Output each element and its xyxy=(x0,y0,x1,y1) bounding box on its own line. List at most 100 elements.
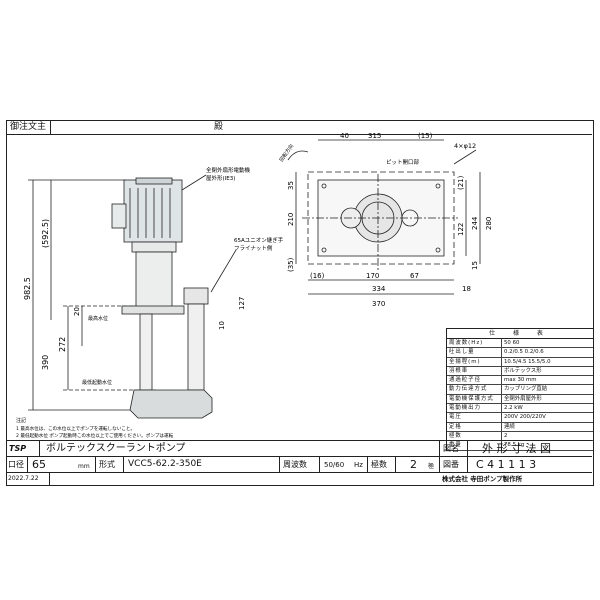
company-name: 株式会社 寺田ポンプ製作所 xyxy=(442,475,523,483)
drawing-no: C 4 1 1 1 3 xyxy=(476,458,537,471)
motor-label: 全閉外扇形電動機 xyxy=(206,166,251,174)
dim-982: 982.5 xyxy=(23,277,32,300)
dim-15b: 15 xyxy=(471,261,479,270)
freq-label-cell: 周波数 xyxy=(280,457,320,473)
dim-334: 334 xyxy=(372,285,386,293)
title-block-row-2: 口径 65 mm 形式 VCC5-62.2-350E 周波数 50/60 Hz … xyxy=(6,456,592,473)
bore-value: 65 xyxy=(32,458,46,471)
max-level-label: 最高水位 xyxy=(88,315,108,322)
dim-272: 272 xyxy=(58,337,67,352)
spec-key: 全揚程(m) xyxy=(447,357,502,366)
spec-row: 動力伝達方式カップリング直結 xyxy=(447,385,593,395)
spec-key: 通過粒子径 xyxy=(447,376,502,385)
drawing-name-label: 図名 xyxy=(443,444,459,453)
spec-row: 全揚程(m)10.5/4.5 15.5/5.0 xyxy=(447,357,593,367)
drawing-sheet: 御注文主 殿 xyxy=(6,120,594,486)
dim-40: 40 xyxy=(340,132,349,140)
drawing-no-cell: C 4 1 1 1 3 xyxy=(468,457,592,473)
date: 2022.7.22 xyxy=(8,475,39,482)
order-label: 御注文主 xyxy=(10,122,47,132)
dim-35b: (35) xyxy=(287,257,295,272)
dim-18: 18 xyxy=(462,285,471,293)
spec-value: カップリング直結 xyxy=(504,386,548,393)
spec-key: 電動機出力 xyxy=(447,404,502,413)
spec-row: 電動機保護方式全閉外扇屋外形 xyxy=(447,394,593,405)
dim-390: 390 xyxy=(41,355,50,370)
model-value: VCC5-62.2-350E xyxy=(128,459,202,469)
drawing-no-label: 図番 xyxy=(443,460,459,469)
spec-key: 羽根車 xyxy=(447,366,502,376)
sheet-frame xyxy=(6,120,594,486)
drawing-name-cell: 外 形 寸 法 図 xyxy=(468,441,592,457)
dim-20: 20 xyxy=(73,307,81,316)
poles-unit: 極 xyxy=(428,463,435,470)
poles-label: 極数 xyxy=(371,460,387,469)
rotation-label: 回転方向 xyxy=(278,143,295,163)
dim-280: 280 xyxy=(485,217,493,230)
title-block-row-3: 2022.7.22 株式会社 寺田ポンプ製作所 xyxy=(6,472,592,485)
spec-key: 定格 xyxy=(447,422,502,431)
header-divider xyxy=(50,120,51,134)
spec-row: 羽根車ボルテックス形 xyxy=(447,366,593,377)
spec-key: 動力伝達方式 xyxy=(447,385,502,394)
model-cell: VCC5-62.2-350E xyxy=(124,457,280,473)
dim-170: 170 xyxy=(366,272,379,280)
dim-244: 244 xyxy=(471,216,479,230)
pump-drawing: 982.5 (592.5) 272 390 20 10 127 全閉外扇形電動機… xyxy=(16,132,493,439)
spec-value: 0.2/0.5 0.2/0.6 xyxy=(504,349,544,356)
spec-value: 2.2 kW xyxy=(504,405,523,412)
dim-21: (21) xyxy=(457,175,465,190)
bore-cell: 65 mm xyxy=(28,457,96,473)
spec-value: 50 60 xyxy=(504,340,520,346)
union-label-2: フライナット側 xyxy=(234,244,273,252)
drawing-no-label-cell: 図番 xyxy=(440,457,468,473)
spec-key: 電動機保護方式 xyxy=(447,394,502,404)
product-name-cell: ボルテックスクーラントポンプ xyxy=(40,441,440,457)
spec-key: 重量 xyxy=(447,441,502,450)
drawing-name: 外 形 寸 法 図 xyxy=(482,442,551,455)
spec-value: 10.5/4.5 15.5/5.0 xyxy=(504,358,551,365)
product-name: ボルテックスクーラントポンプ xyxy=(46,443,186,454)
spec-key: 電圧 xyxy=(447,413,502,422)
drawing-name-label-cell: 図名 xyxy=(440,441,468,457)
freq-label: 周波数 xyxy=(283,460,307,469)
spec-key: 吐出し量(m³/min) xyxy=(447,348,502,357)
model-label: 形式 xyxy=(99,460,115,469)
spec-value: 78.5 kg xyxy=(504,442,525,449)
freq-cell: 50/60 Hz xyxy=(320,457,368,473)
spec-value: 連続 xyxy=(504,423,515,430)
poles-cell: 2 極 xyxy=(396,457,440,473)
spec-table-title: 仕 様 表 xyxy=(447,329,593,339)
note-2: 2 最低起動水位 ポンプ起動時この水位以上でご使用ください。ポンプは運転 xyxy=(16,432,174,439)
dim-122: 122 xyxy=(457,223,465,236)
dim-315: 315 xyxy=(368,132,381,140)
dim-210: 210 xyxy=(287,213,295,226)
dim-16: (16) xyxy=(310,272,325,280)
pit-label: ピット開口部 xyxy=(386,158,420,166)
freq-unit: Hz xyxy=(354,461,363,469)
spec-value: 2 xyxy=(504,432,508,439)
dim-35: 35 xyxy=(287,181,295,190)
notes-title: 注記 xyxy=(16,417,26,424)
dim-67: 67 xyxy=(410,272,419,280)
poles-value: 2 xyxy=(410,458,417,471)
honorific: 殿 xyxy=(214,122,224,132)
spec-row: 周波数(Hz)50 60 xyxy=(447,339,593,349)
dim-127: 127 xyxy=(238,297,246,310)
dim-15a: (15) xyxy=(418,132,433,140)
min-level-label: 最低起動水位 xyxy=(82,379,112,386)
spec-value: max 30 mm xyxy=(504,377,537,384)
dim-10: 10 xyxy=(218,321,226,330)
logo: TSP xyxy=(6,441,40,457)
spec-row: 定格連続 xyxy=(447,422,593,432)
spec-key: 極数 xyxy=(447,431,502,441)
title-block-row-1: TSP ボルテックスクーラントポンプ 図名 外 形 寸 法 図 xyxy=(6,440,592,457)
order-header: 御注文主 殿 xyxy=(6,120,592,135)
note-1: 1 最高水位は、この水位以上でポンプを運転しないこと。 xyxy=(16,425,135,432)
union-label: 65Aユニオン継ぎ手 xyxy=(234,236,284,244)
